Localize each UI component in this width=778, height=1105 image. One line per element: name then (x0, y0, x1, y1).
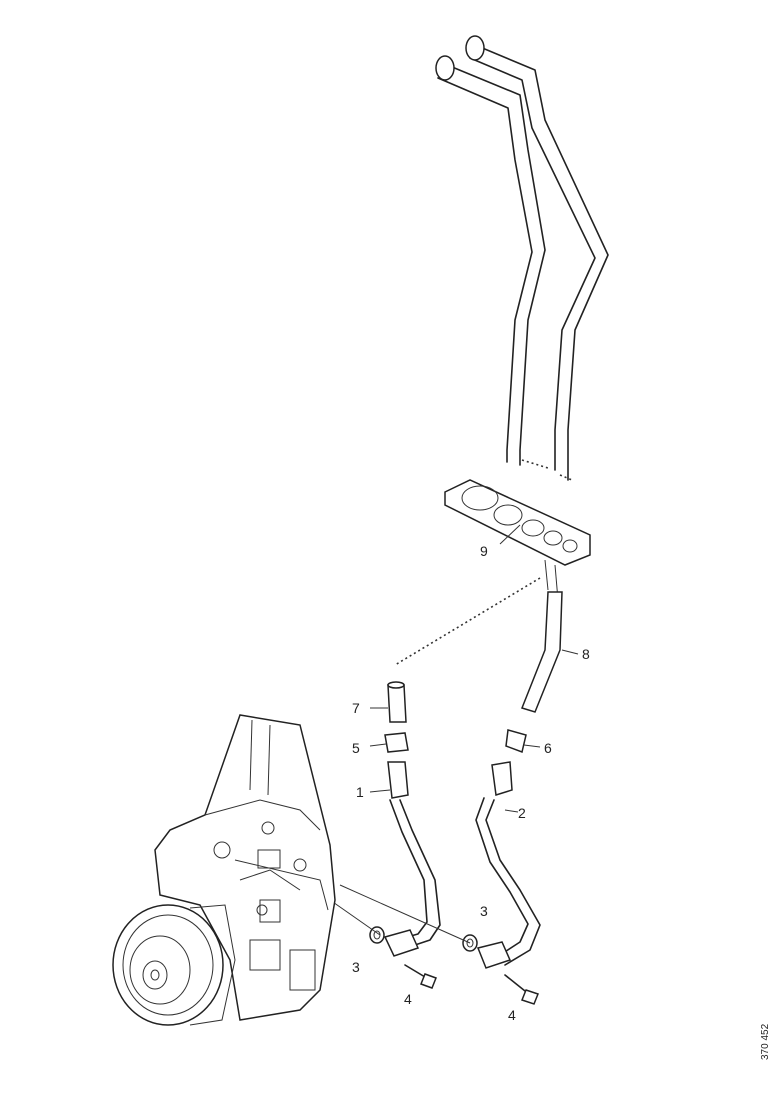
bolt-4-right (504, 974, 539, 1005)
guide-line-2 (339, 884, 471, 944)
callout-7: 7 (352, 700, 360, 716)
upper-pipes (435, 35, 609, 481)
callout-5: 5 (352, 740, 360, 756)
callout-3-right: 3 (480, 903, 488, 919)
callout-6: 6 (544, 740, 552, 756)
nut-5 (369, 732, 409, 753)
callout-9: 9 (480, 543, 488, 559)
callout-4-left: 4 (404, 991, 412, 1007)
callout-4-right: 4 (508, 1007, 516, 1023)
guide-line-1 (329, 899, 381, 936)
hose-1 (369, 761, 441, 957)
callout-8: 8 (582, 646, 590, 662)
sleeve-7 (370, 681, 407, 723)
nut-6 (505, 729, 541, 754)
callout-2: 2 (518, 805, 526, 821)
callout-1: 1 (356, 784, 364, 800)
callout-3-left: 3 (352, 959, 360, 975)
grommet-plate (444, 479, 591, 601)
assembly-guide-line (394, 577, 541, 666)
bolt-4-left (404, 964, 437, 989)
hose-8 (521, 591, 579, 713)
compressor (112, 714, 336, 1026)
hose-2 (475, 761, 541, 969)
figure-id: 370 452 (760, 1023, 771, 1060)
